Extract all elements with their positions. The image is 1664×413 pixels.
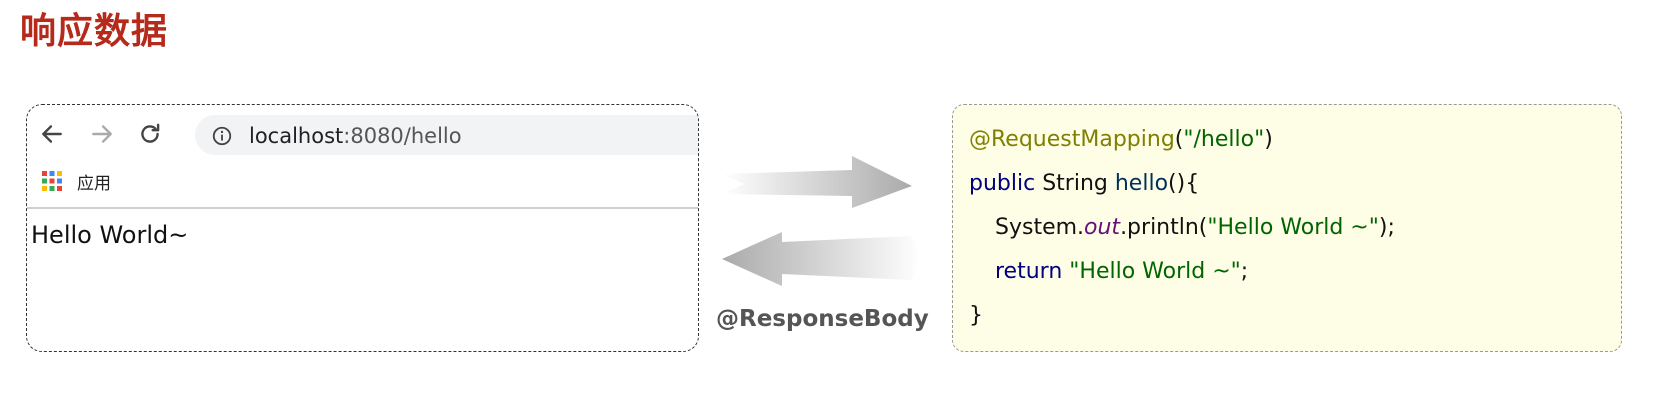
code-line-4: return "Hello World ~"; bbox=[995, 259, 1248, 284]
code-class: System. bbox=[995, 215, 1085, 240]
reload-icon[interactable] bbox=[137, 121, 163, 147]
url-port-path: :8080/hello bbox=[343, 124, 462, 148]
url-host: localhost bbox=[249, 124, 344, 148]
code-keyword: public bbox=[969, 171, 1036, 196]
code-string: "Hello World ~" bbox=[1207, 215, 1379, 240]
code-string: "/hello" bbox=[1183, 127, 1265, 152]
code-keyword: return bbox=[995, 259, 1063, 284]
code-paren-open: ( bbox=[1174, 127, 1184, 152]
slide-title: 响应数据 bbox=[20, 11, 169, 52]
code-type: String bbox=[1035, 171, 1115, 196]
url-text[interactable]: localhost:8080/hello bbox=[249, 124, 462, 148]
page-content-text: Hello World~ bbox=[31, 221, 189, 249]
code-call: .println( bbox=[1120, 215, 1208, 240]
code-method-name: hello bbox=[1114, 171, 1169, 196]
code-text: (){ bbox=[1168, 171, 1200, 196]
code-annotation: @RequestMapping bbox=[969, 127, 1175, 152]
code-field: out bbox=[1084, 215, 1121, 240]
bookmark-apps-label[interactable]: 应用 bbox=[77, 174, 111, 194]
browser-toolbar: localhost:8080/hello bbox=[27, 115, 698, 155]
toolbar-divider bbox=[27, 207, 698, 209]
code-line-5: } bbox=[969, 303, 983, 328]
code-text: ; bbox=[1240, 259, 1249, 284]
code-line-1: @RequestMapping("/hello") bbox=[969, 127, 1273, 152]
response-body-label: @ResponseBody bbox=[716, 306, 929, 332]
arrow-left-icon[interactable] bbox=[39, 121, 65, 147]
code-snippet: @RequestMapping("/hello") public String … bbox=[952, 104, 1622, 352]
code-line-3: System.out.println("Hello World ~"); bbox=[995, 215, 1395, 240]
response-arrow-left bbox=[722, 232, 920, 286]
apps-grid-icon[interactable] bbox=[41, 170, 63, 192]
address-bar[interactable]: localhost:8080/hello bbox=[195, 115, 698, 155]
request-response-arrows bbox=[722, 156, 920, 286]
code-line-2: public String hello(){ bbox=[969, 171, 1199, 196]
browser-window: localhost:8080/hello 应用 Hello World~ bbox=[26, 104, 699, 352]
request-arrow-right bbox=[722, 156, 912, 208]
code-paren-close: ) bbox=[1264, 127, 1273, 152]
arrow-right-icon[interactable] bbox=[89, 121, 115, 147]
code-string: "Hello World ~" bbox=[1069, 259, 1241, 284]
code-text: ); bbox=[1378, 215, 1395, 240]
info-icon[interactable] bbox=[211, 125, 233, 147]
